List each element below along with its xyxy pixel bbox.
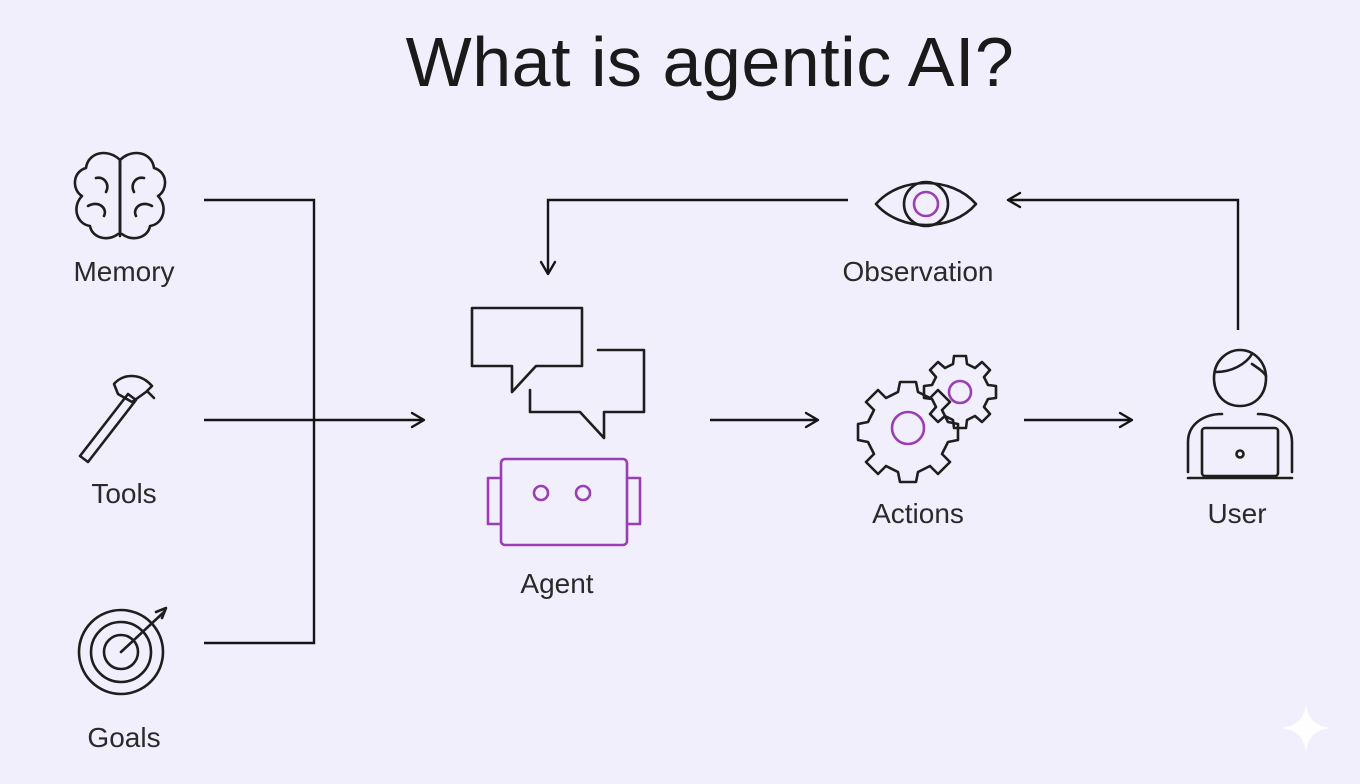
goals-label: Goals (87, 722, 161, 753)
chat-bubbles-icon (470, 306, 646, 440)
agent-label: Agent (520, 568, 594, 599)
diagram-title: What is agentic AI? (405, 23, 1015, 101)
actions-to-user-arrow (1024, 411, 1134, 429)
target-icon (77, 606, 168, 696)
user-laptop-icon (1186, 348, 1294, 480)
actions-label: Actions (872, 498, 964, 529)
memory-label: Memory (73, 256, 175, 287)
user-label: User (1207, 498, 1267, 529)
inputs-bracket (204, 198, 426, 645)
observation-label: Observation (842, 256, 994, 287)
robot-icon (486, 457, 642, 547)
tools-label: Tools (91, 478, 157, 509)
observation-to-agent-arrow (539, 198, 848, 276)
gears-icon (856, 354, 998, 484)
agent-to-actions-arrow (710, 411, 820, 429)
brain-icon (73, 151, 167, 240)
user-to-observation-arrow (1006, 191, 1240, 330)
hammer-icon (78, 374, 156, 464)
eye-icon (874, 180, 978, 228)
sparkle-icon (1282, 704, 1330, 752)
